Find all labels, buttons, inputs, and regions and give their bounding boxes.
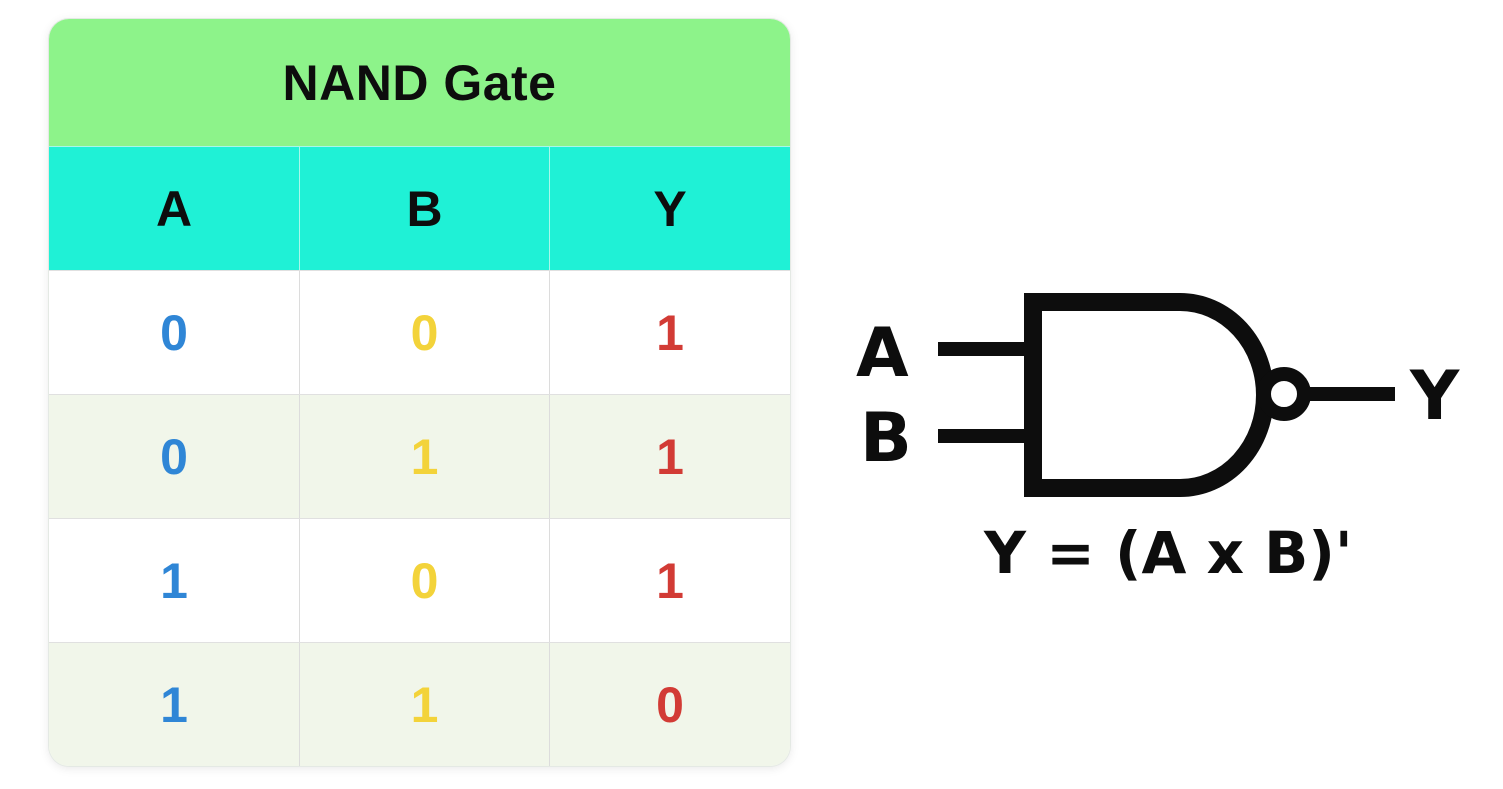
cell-y: 0 xyxy=(549,643,790,766)
cell-y: 1 xyxy=(549,395,790,518)
table-row: 0 1 1 xyxy=(49,394,790,518)
header-b: B xyxy=(299,147,549,270)
cell-a: 0 xyxy=(160,304,188,361)
cell-b: 0 xyxy=(299,271,549,394)
nand-gate-diagram: A B Y Y = (A x B)' xyxy=(850,280,1480,600)
table-row: 0 0 1 xyxy=(49,270,790,394)
input-a-label: A xyxy=(856,314,909,393)
table-header-row: A B Y xyxy=(49,146,790,270)
cell-b: 1 xyxy=(299,395,549,518)
cell-y: 1 xyxy=(549,271,790,394)
cell-b: 1 xyxy=(299,643,549,766)
boolean-equation: Y = (A x B)' xyxy=(984,519,1353,587)
inversion-bubble xyxy=(1257,367,1311,421)
nand-body xyxy=(1024,293,1274,497)
cell-b: 0 xyxy=(299,519,549,642)
input-b-label: B xyxy=(860,399,912,478)
cell-y: 1 xyxy=(549,519,790,642)
table-title: NAND Gate xyxy=(49,19,790,146)
output-y-label: Y xyxy=(1410,357,1460,436)
truth-table: NAND Gate A B Y 0 0 1 0 1 1 1 0 1 1 1 0 xyxy=(49,19,790,766)
cell-a: 1 xyxy=(160,676,188,733)
cell-a: 0 xyxy=(160,428,188,485)
cell-a: 1 xyxy=(160,552,188,609)
nand-gate-symbol xyxy=(938,293,1395,497)
table-row: 1 0 1 xyxy=(49,518,790,642)
table-row: 1 1 0 xyxy=(49,642,790,766)
header-a: A xyxy=(155,180,193,237)
header-y: Y xyxy=(549,147,790,270)
